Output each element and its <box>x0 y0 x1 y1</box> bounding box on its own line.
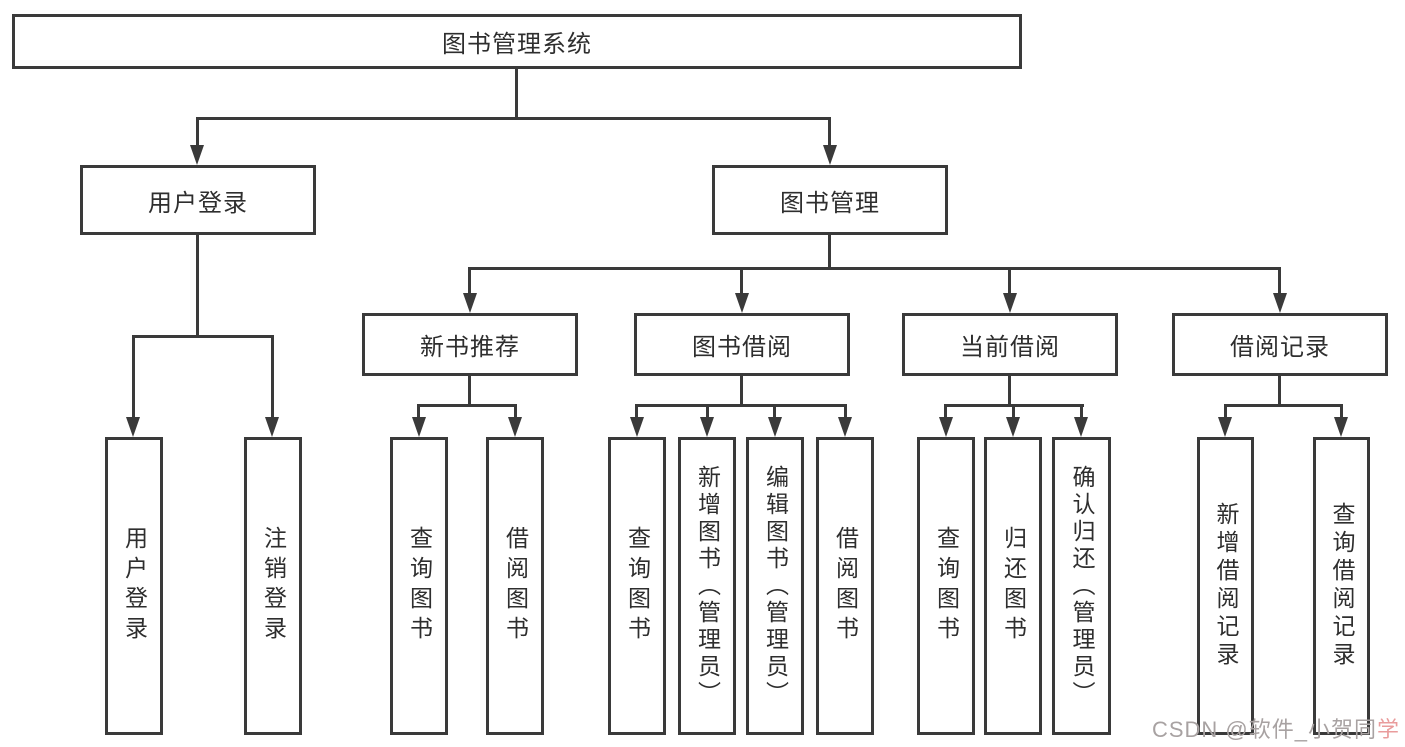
connector-drop-new-books <box>468 267 471 295</box>
arrow-to-book-borrow <box>735 293 749 313</box>
leaf-cb-query-books-label: 查询图书 <box>933 526 960 646</box>
node-book-borrow-label: 图书借阅 <box>692 334 792 361</box>
connector-book-borrow-branch <box>635 404 847 407</box>
arrow-to-bb-leaf-1 <box>630 417 644 437</box>
node-current-borrow: 当前借阅 <box>902 313 1118 376</box>
leaf-nb-query-books: 查询图书 <box>390 437 448 735</box>
connector-drop-borrow-records <box>1278 267 1281 295</box>
connector-new-books-branch <box>417 404 517 407</box>
node-current-borrow-label: 当前借阅 <box>960 334 1060 361</box>
leaf-br-add-record-label: 新增借阅记录 <box>1213 502 1239 670</box>
arrow-to-cb-leaf-2 <box>1006 417 1020 437</box>
leaf-bb-query-books-label: 查询图书 <box>624 526 651 646</box>
node-new-books-label: 新书推荐 <box>420 334 520 361</box>
leaf-cb-return-books-label: 归还图书 <box>1000 526 1027 646</box>
node-book-mgmt-label: 图书管理 <box>780 189 880 217</box>
node-user-login-label: 用户登录 <box>148 189 248 217</box>
connector-user-login-drop <box>196 117 199 148</box>
connector-borrow-records-stem <box>1278 376 1281 406</box>
leaf-bb-borrow-books-label: 借阅图书 <box>832 526 859 646</box>
connector-drop-br-leaf-2 <box>1340 404 1343 420</box>
arrow-to-bb-leaf-2 <box>700 417 714 437</box>
leaf-cb-confirm-return-admin-label: 确认归还（管理员） <box>1069 464 1095 708</box>
node-book-borrow: 图书借阅 <box>634 313 850 376</box>
arrow-to-user-login <box>190 145 204 165</box>
csdn-watermark-text: CSDN @软件_小贺同 <box>1151 717 1377 742</box>
leaf-nb-query-books-label: 查询图书 <box>406 526 433 646</box>
leaf-br-query-record: 查询借阅记录 <box>1313 437 1370 735</box>
connector-book-mgmt-stem <box>828 235 831 269</box>
arrow-to-cb-leaf-3 <box>1074 417 1088 437</box>
leaf-bb-add-books-admin-label: 新增图书（管理员） <box>694 464 721 708</box>
connector-drop-current-borrow <box>1008 267 1011 295</box>
connector-new-books-stem <box>468 376 471 406</box>
connector-drop-nb-leaf-1 <box>417 404 420 420</box>
connector-drop-book-borrow <box>740 267 743 295</box>
leaf-bb-borrow-books: 借阅图书 <box>816 437 874 735</box>
leaf-user-login-label: 用户登录 <box>121 526 148 646</box>
arrow-to-login-leaf-2 <box>265 417 279 437</box>
connector-user-login-stem <box>196 235 199 337</box>
arrow-to-book-mgmt <box>823 145 837 165</box>
arrow-to-cb-leaf-1 <box>939 417 953 437</box>
connector-drop-bb-leaf-1 <box>635 404 638 420</box>
connector-book-mgmt-drop <box>828 117 831 148</box>
csdn-watermark-accent: 学 <box>1376 717 1400 742</box>
leaf-logout: 注销登录 <box>244 437 302 735</box>
arrow-to-bb-leaf-3 <box>768 417 782 437</box>
node-borrow-records-label: 借阅记录 <box>1230 334 1330 361</box>
leaf-bb-add-books-admin: 新增图书（管理员） <box>678 437 736 735</box>
node-new-books: 新书推荐 <box>362 313 578 376</box>
leaf-br-query-record-label: 查询借阅记录 <box>1329 502 1355 670</box>
leaf-bb-query-books: 查询图书 <box>608 437 666 735</box>
connector-user-login-branch <box>132 335 273 338</box>
connector-drop-br-leaf-1 <box>1224 404 1227 420</box>
node-book-mgmt: 图书管理 <box>712 165 948 235</box>
connector-drop-cb-leaf-2 <box>1012 404 1015 420</box>
arrow-to-br-leaf-2 <box>1334 417 1348 437</box>
arrow-to-nb-leaf-1 <box>412 417 426 437</box>
arrow-to-borrow-records <box>1273 293 1287 313</box>
connector-book-mgmt-branch <box>468 267 1281 270</box>
connector-drop-bb-leaf-2 <box>706 404 709 420</box>
connector-borrow-records-branch <box>1224 404 1343 407</box>
node-root: 图书管理系统 <box>12 14 1022 69</box>
leaf-cb-confirm-return-admin: 确认归还（管理员） <box>1052 437 1111 735</box>
leaf-nb-borrow-books-label: 借阅图书 <box>502 526 529 646</box>
leaf-user-login: 用户登录 <box>105 437 163 735</box>
node-user-login: 用户登录 <box>80 165 316 235</box>
leaf-br-add-record: 新增借阅记录 <box>1197 437 1254 735</box>
leaf-bb-edit-books-admin: 编辑图书（管理员） <box>746 437 804 735</box>
connector-book-borrow-stem <box>740 376 743 406</box>
arrow-to-br-leaf-1 <box>1218 417 1232 437</box>
arrow-to-login-leaf-1 <box>126 417 140 437</box>
connector-root-branch <box>196 117 831 120</box>
arrow-to-current-borrow <box>1003 293 1017 313</box>
csdn-watermark: CSDN @软件_小贺同学 <box>1152 712 1400 744</box>
node-borrow-records: 借阅记录 <box>1172 313 1388 376</box>
connector-drop-cb-leaf-3 <box>1080 404 1083 420</box>
connector-drop-login-leaf-1 <box>132 335 135 419</box>
arrow-to-new-books <box>463 293 477 313</box>
leaf-cb-query-books: 查询图书 <box>917 437 975 735</box>
connector-root-stem <box>515 68 518 119</box>
connector-drop-bb-leaf-3 <box>773 404 776 420</box>
connector-drop-cb-leaf-1 <box>944 404 947 420</box>
connector-drop-bb-leaf-4 <box>844 404 847 420</box>
connector-drop-login-leaf-2 <box>271 335 274 419</box>
leaf-logout-label: 注销登录 <box>260 526 287 646</box>
node-root-label: 图书管理系统 <box>442 31 592 58</box>
leaf-cb-return-books: 归还图书 <box>984 437 1042 735</box>
connector-current-borrow-stem <box>1008 376 1011 406</box>
arrow-to-nb-leaf-2 <box>508 417 522 437</box>
arrow-to-bb-leaf-4 <box>838 417 852 437</box>
leaf-bb-edit-books-admin-label: 编辑图书（管理员） <box>762 464 789 708</box>
leaf-nb-borrow-books: 借阅图书 <box>486 437 544 735</box>
connector-drop-nb-leaf-2 <box>514 404 517 420</box>
